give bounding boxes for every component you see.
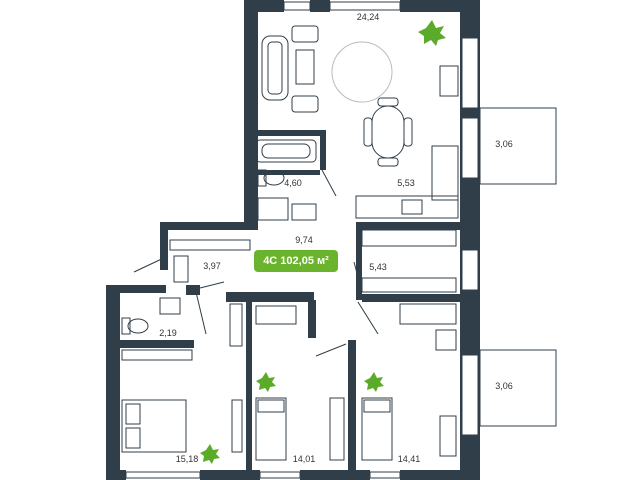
plant-icon (200, 20, 446, 464)
area-kitchen: 5,53 (397, 178, 415, 188)
dining-table-icon (291, 25, 413, 167)
windows (125, 1, 479, 479)
sofa-icon (261, 35, 289, 101)
area-hallway: 9,74 (295, 235, 313, 245)
balcony-top (479, 107, 557, 185)
area-living-room: 24,24 (356, 12, 380, 22)
balcony-bottom (479, 349, 557, 427)
toilet-icon (257, 169, 285, 187)
bed-middle-icon (229, 303, 345, 461)
wc-icon (121, 297, 181, 335)
bed-left-icon (121, 349, 243, 453)
utility-unit-icon (361, 229, 457, 293)
bed-right-icon (361, 303, 457, 461)
area-utility: 5,43 (369, 262, 387, 272)
area-hall-left: 3,97 (203, 261, 221, 271)
area-toilet: 2,19 (159, 328, 177, 338)
shower-icon (257, 197, 317, 221)
area-balcony-bottom: 3,06 (495, 381, 513, 391)
hall-wardrobe-icon (169, 239, 251, 283)
area-bedroom-left: 15,18 (175, 454, 199, 464)
area-balcony-top: 3,06 (495, 139, 513, 149)
area-bedroom-right: 14,41 (397, 454, 421, 464)
area-bedroom-middle: 14,01 (292, 454, 316, 464)
walls (106, 0, 480, 480)
apartment-type-badge: 4С 102,05 м² (254, 250, 338, 272)
area-bathroom: 4,60 (284, 178, 302, 188)
rug-icon (331, 41, 393, 103)
doors (133, 169, 379, 357)
kitchen-unit-icon (355, 65, 459, 219)
bathtub-icon (255, 139, 317, 163)
